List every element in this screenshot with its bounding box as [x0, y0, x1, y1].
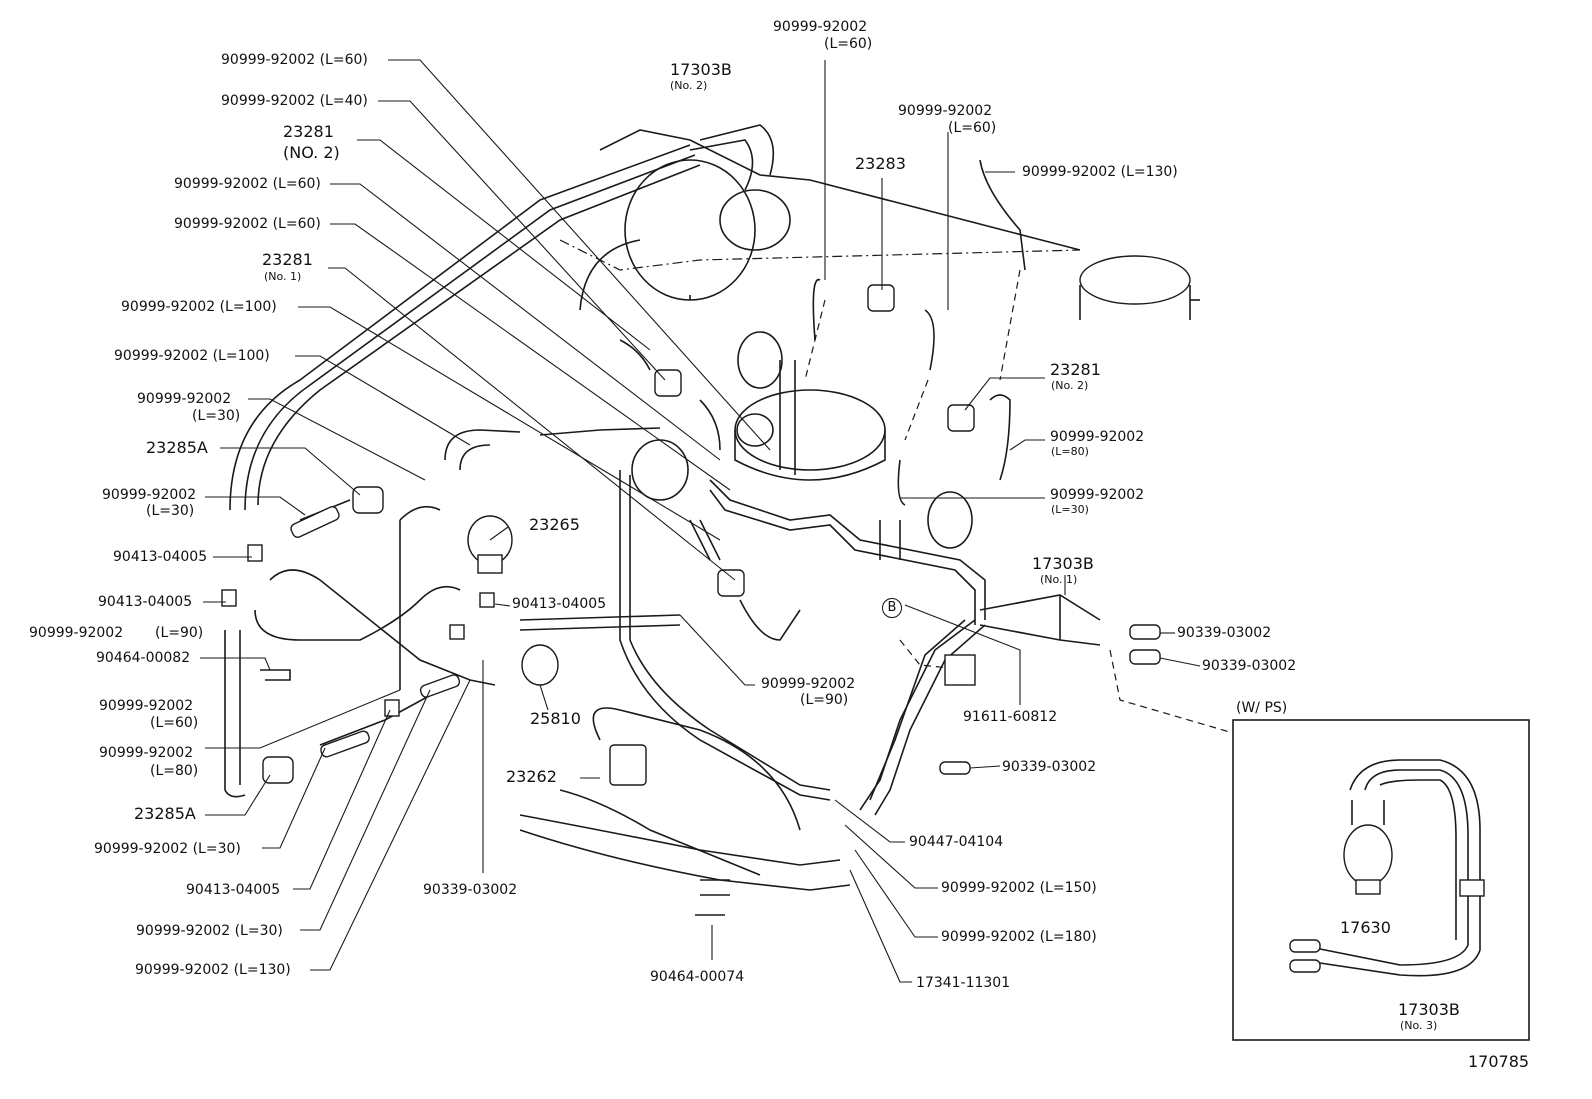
label-hose-l90-left-sub: (L=90)	[155, 625, 204, 641]
label-vsv-17303b-no2-sub: (No. 2)	[670, 79, 708, 92]
label-hose-l60-b: 90999-92002 (L=60)	[174, 176, 321, 192]
label-hose-l30-b: 90999-92002	[102, 487, 197, 503]
label-vsv-17303b-no2: 17303B	[670, 60, 732, 79]
label-plug-90339-a: 90339-03002	[1177, 625, 1272, 641]
label-hose-l30-c: 90999-92002 (L=30)	[94, 841, 241, 857]
label-hose-l80-left-sub: (L=80)	[150, 763, 199, 779]
label-hose-l60-left-sub: (L=60)	[150, 715, 199, 731]
label-clamp-90447: 90447-04104	[909, 834, 1004, 850]
label-vsv-17303b-no1: 17303B	[1032, 554, 1094, 573]
label-hose-l60-topmid-sub: (L=60)	[824, 36, 873, 52]
label-clamp-90464-00082: 90464-00082	[96, 650, 191, 666]
label-hose-l80-left: 90999-92002	[99, 745, 194, 761]
label-hose-l60-c: 90999-92002 (L=60)	[174, 216, 321, 232]
label-hose-l180: 90999-92002 (L=180)	[941, 929, 1097, 945]
label-hose-l30-b-sub: (L=30)	[146, 503, 195, 519]
label-inset-title: (W/ PS)	[1236, 700, 1288, 716]
label-plug-90339-b: 90339-03002	[1202, 658, 1297, 674]
label-hose-l60-topmid: 90999-92002	[773, 19, 868, 35]
label-filter-23285a-lower: 23285A	[134, 804, 196, 823]
label-hose-l80-right-sub: (L=80)	[1051, 445, 1089, 458]
label-hose-l130-left: 90999-92002 (L=130)	[135, 962, 291, 978]
label-tee-90413-mid: 90413-04005	[512, 596, 607, 612]
label-hose-l90-left: 90999-92002	[29, 625, 124, 641]
label-valve-23281-no2-right: 23281	[1050, 360, 1101, 379]
label-hose-l100-a: 90999-92002 (L=100)	[121, 299, 277, 315]
leader-lines	[200, 59, 1411, 983]
label-hose-l60-mid-sub: (L=60)	[948, 120, 997, 136]
label-vsv-17303b-no1-sub: (No. 1)	[1040, 573, 1078, 586]
label-filter-23285a-upper: 23285A	[146, 438, 208, 457]
label-hose-l30-d: 90999-92002 (L=30)	[136, 923, 283, 939]
label-bolt-91611: 91611-60812	[963, 709, 1058, 725]
label-hose-l90-mid: 90999-92002	[761, 676, 856, 692]
label-hose-l40: 90999-92002 (L=40)	[221, 93, 368, 109]
label-valve-23281-no1: 23281	[262, 250, 313, 269]
label-vsv-17303b-no3-sub: (No. 3)	[1400, 1019, 1438, 1032]
label-hose-l130-right: 90999-92002 (L=130)	[1022, 164, 1178, 180]
label-hose-l60-mid: 90999-92002	[898, 103, 993, 119]
label-tee-90413-b: 90413-04005	[98, 594, 193, 610]
label-plug-90339-c: 90339-03002	[1002, 759, 1097, 775]
label-hose-l80-right: 90999-92002	[1050, 429, 1145, 445]
label-hose-l90-mid-sub: (L=90)	[800, 692, 849, 708]
label-switch-17630: 17630	[1340, 918, 1391, 937]
label-switch-23262: 23262	[506, 767, 557, 786]
label-hose-l30-right-sub: (L=30)	[1051, 503, 1089, 516]
label-valve-23281-no2-upper: 23281	[283, 122, 334, 141]
label-hose-l150: 90999-92002 (L=150)	[941, 880, 1097, 896]
label-vsv-17303b-no3: 17303B	[1398, 1000, 1460, 1019]
label-clamp-90464-00074: 90464-00074	[650, 969, 745, 985]
label-plug-90339-bottom: 90339-03002	[423, 882, 518, 898]
figure-number: 170785	[1468, 1052, 1530, 1071]
engine-outline	[559, 129, 1200, 549]
label-tee-90413-a: 90413-04005	[113, 549, 208, 565]
label-hose-l100-b: 90999-92002 (L=100)	[114, 348, 270, 364]
label-pipe-17341: 17341-11301	[916, 975, 1011, 991]
marker-b: B	[882, 598, 902, 618]
label-sensor-25810: 25810	[530, 709, 581, 728]
small-parts	[221, 284, 1161, 916]
label-hose-l60-left: 90999-92002	[99, 698, 194, 714]
label-valve-23281-no2-right-sub: (No. 2)	[1051, 379, 1089, 392]
label-valve-23281-no1-sub: (No. 1)	[264, 270, 302, 283]
label-hose-l60-top: 90999-92002 (L=60)	[221, 52, 368, 68]
vacuum-lines	[224, 124, 1101, 891]
label-valve-23283: 23283	[855, 154, 906, 173]
label-hose-l30-a: 90999-92002	[137, 391, 232, 407]
label-hose-l30-right: 90999-92002	[1050, 487, 1145, 503]
inset-ps	[1232, 719, 1530, 1041]
label-hose-l30-a-sub: (L=30)	[192, 408, 241, 424]
label-valve-23281-no2-upper-sub: (NO. 2)	[283, 143, 340, 162]
label-switch-23265: 23265	[529, 515, 580, 534]
label-tee-90413-c: 90413-04005	[186, 882, 281, 898]
